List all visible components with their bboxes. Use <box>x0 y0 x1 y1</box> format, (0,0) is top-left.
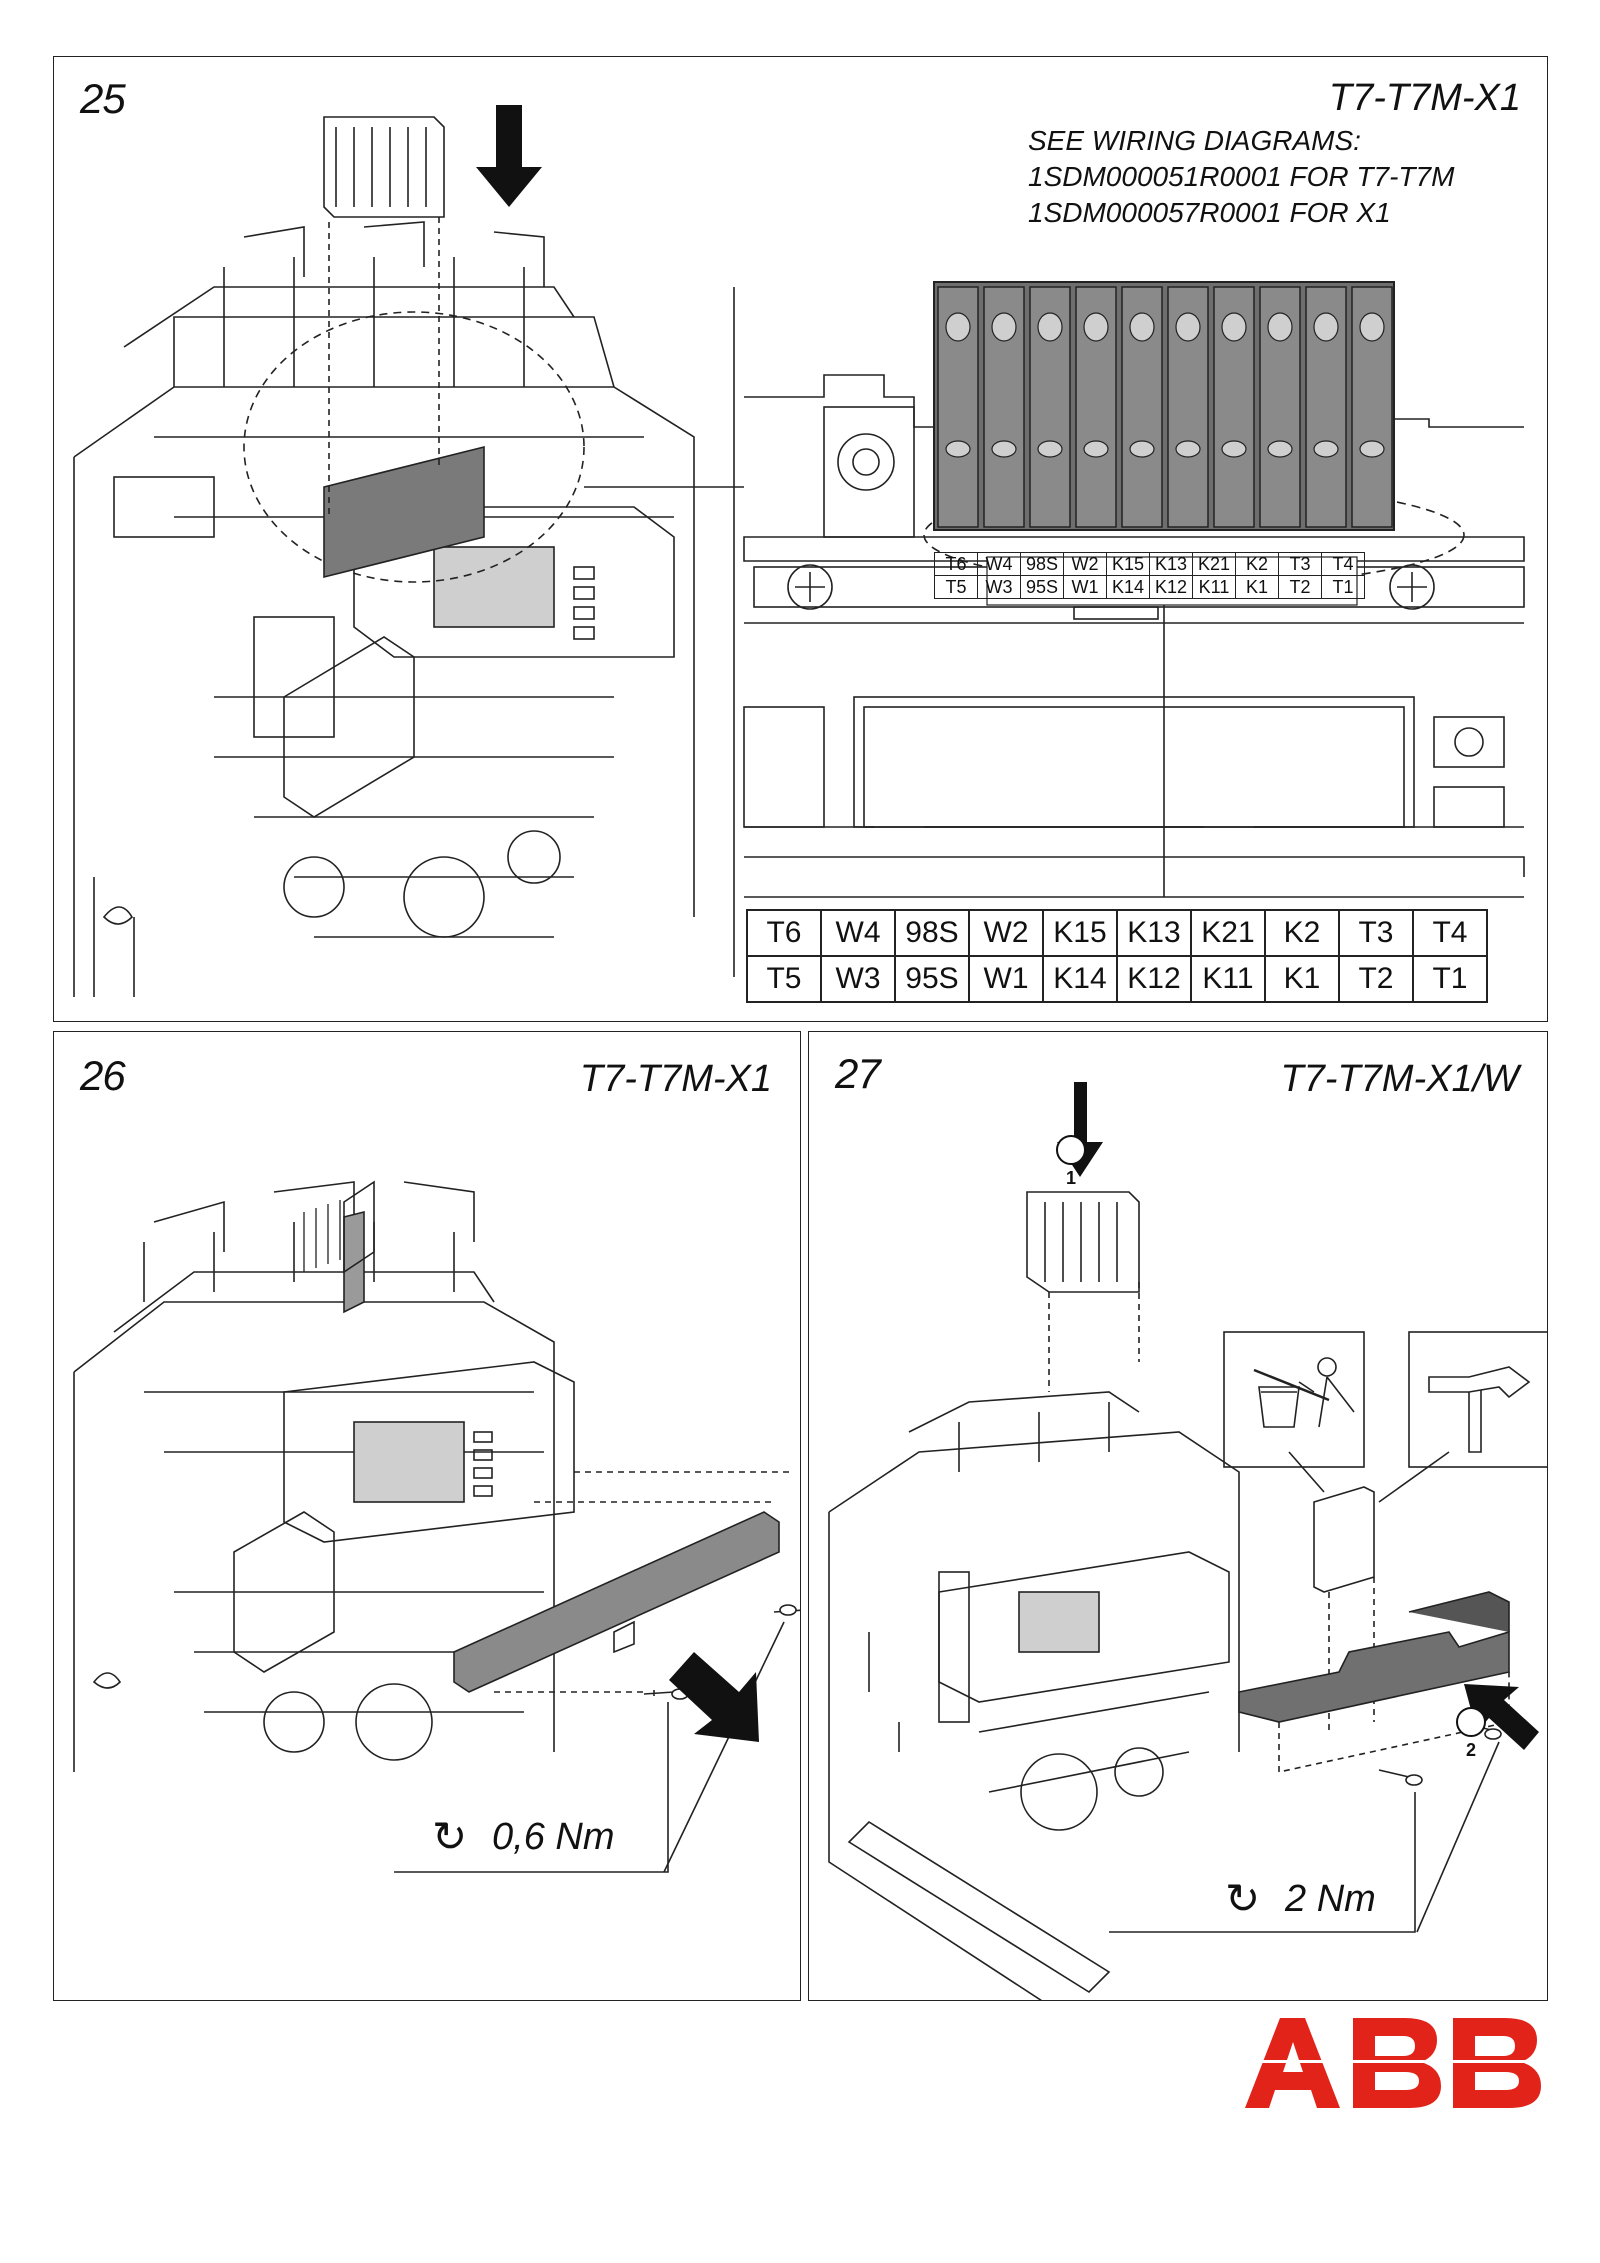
terminal-label: K14 <box>1106 575 1150 599</box>
terminal-label: 98S <box>1020 552 1064 576</box>
terminal-cell: K21 <box>1190 909 1266 957</box>
torque-value: 0,6 Nm <box>492 1816 615 1858</box>
terminal-cell: T3 <box>1338 909 1414 957</box>
terminal-cell: 95S <box>894 955 970 1003</box>
torque-icon: ↻ <box>432 1813 468 1860</box>
terminal-table: T6 W4 98S W2 K15 K13 K21 K2 T3 T4 T5 W3 … <box>746 909 1488 1003</box>
terminal-label: 95S <box>1020 575 1064 599</box>
terminal-labels-small: T6 W4 98S W2 K15 K13 K21 K2 T3 T4 T5 W3 … <box>934 552 1365 599</box>
step-26-panel: 26 T7-T7M-X1 <box>53 1031 801 2001</box>
terminal-cell: W4 <box>820 909 896 957</box>
terminal-cell: K14 <box>1042 955 1118 1003</box>
terminal-cell: K13 <box>1116 909 1192 957</box>
terminal-cell: T4 <box>1412 909 1488 957</box>
terminal-label: K15 <box>1106 552 1150 576</box>
terminal-label: K1 <box>1235 575 1279 599</box>
terminal-label: W1 <box>1063 575 1107 599</box>
model-label: T7-T7M-X1 <box>579 1058 772 1100</box>
wiring-line: 1SDM000057R0001 FOR X1 <box>1028 197 1391 228</box>
torque-value: 2 Nm <box>1285 1878 1376 1920</box>
terminal-cell: T2 <box>1338 955 1414 1003</box>
terminal-cell: T6 <box>746 909 822 957</box>
callout-1: 1 <box>1065 1168 1076 1188</box>
terminal-label: K13 <box>1149 552 1193 576</box>
terminal-cell: 98S <box>894 909 970 957</box>
terminal-label: T5 <box>934 575 978 599</box>
terminal-cell: K11 <box>1190 955 1266 1003</box>
terminal-label: T6 <box>934 552 978 576</box>
model-label: T7-T7M-X1 <box>1328 77 1521 119</box>
step-number: 26 <box>80 1052 126 1099</box>
wiring-reference: SEE WIRING DIAGRAMS: 1SDM000051R0001 FOR… <box>1028 123 1454 231</box>
wiring-line: SEE WIRING DIAGRAMS: <box>1028 125 1361 156</box>
step-number: 27 <box>835 1050 881 1097</box>
terminal-label: K21 <box>1192 552 1236 576</box>
abb-logo <box>1245 2018 1555 2108</box>
callout-2: 2 <box>1465 1740 1476 1760</box>
step-27-illustration <box>828 1082 1547 2000</box>
terminal-label: K12 <box>1149 575 1193 599</box>
terminal-label: W4 <box>977 552 1021 576</box>
torque-icon: ↻ <box>1225 1875 1261 1922</box>
step-26-illustration <box>73 1180 800 1873</box>
terminal-cell: K15 <box>1042 909 1118 957</box>
terminal-cell: T1 <box>1412 955 1488 1003</box>
terminal-label: K11 <box>1192 575 1236 599</box>
model-label: T7-T7M-X1/W <box>1280 1058 1519 1100</box>
terminal-label: W3 <box>977 575 1021 599</box>
terminal-label: W2 <box>1063 552 1107 576</box>
step-25-panel: 25 T7-T7M-X1 SEE WIRING DIAGRAMS: 1SDM00… <box>53 56 1548 1022</box>
terminal-label: T1 <box>1321 575 1365 599</box>
step-25-illustration <box>73 105 1525 997</box>
terminal-label: T2 <box>1278 575 1322 599</box>
terminal-cell: W3 <box>820 955 896 1003</box>
terminal-cell: W2 <box>968 909 1044 957</box>
terminal-cell: K2 <box>1264 909 1340 957</box>
terminal-label: K2 <box>1235 552 1279 576</box>
step-number: 25 <box>80 75 126 122</box>
step-27-panel: 27 T7-T7M-X1/W <box>808 1031 1548 2001</box>
terminal-cell: T5 <box>746 955 822 1003</box>
terminal-cell: K12 <box>1116 955 1192 1003</box>
terminal-label: T4 <box>1321 552 1365 576</box>
terminal-label: T3 <box>1278 552 1322 576</box>
wiring-line: 1SDM000051R0001 FOR T7-T7M <box>1028 161 1455 192</box>
terminal-cell: W1 <box>968 955 1044 1003</box>
terminal-cell: K1 <box>1264 955 1340 1003</box>
